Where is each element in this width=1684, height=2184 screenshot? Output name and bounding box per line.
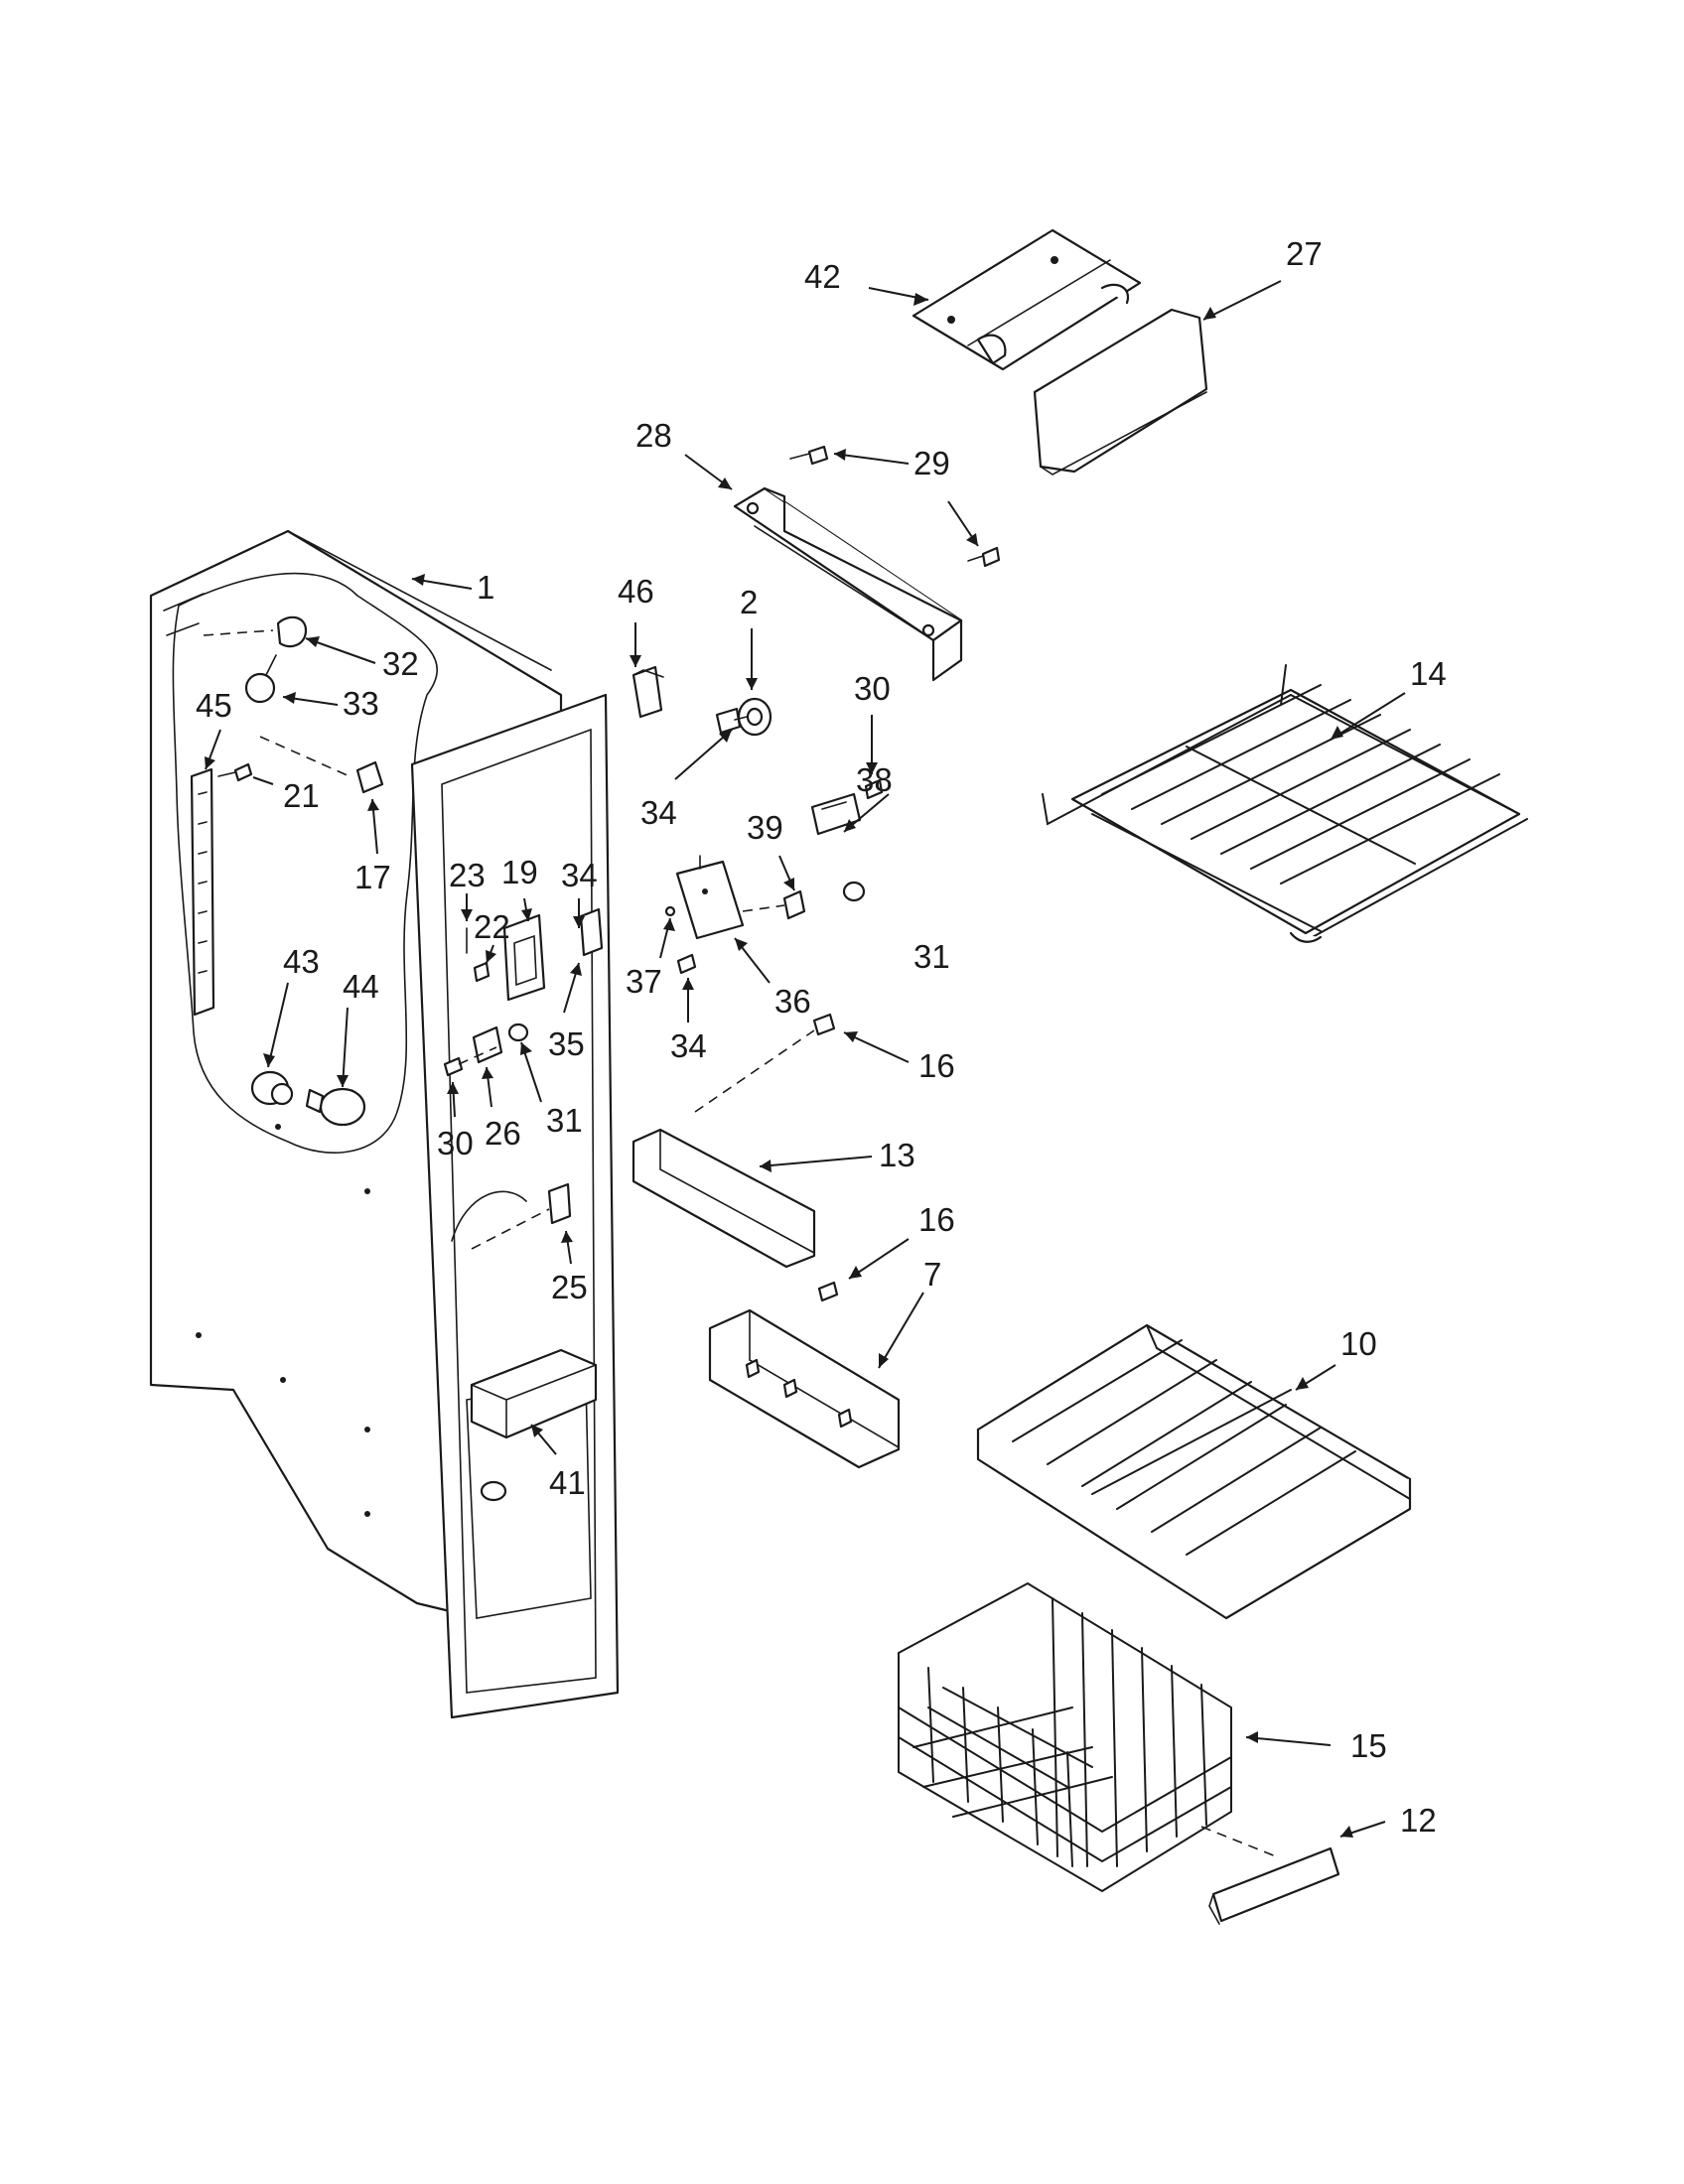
part-13-bracket	[632, 1128, 816, 1269]
part-26-control-board	[472, 1025, 503, 1064]
callout-19: 19	[501, 854, 538, 890]
callout-21: 21	[283, 777, 320, 814]
part-37-pin	[664, 905, 676, 917]
part-1-freezer-liner	[149, 529, 620, 1719]
callout-46: 46	[618, 573, 654, 610]
part-35-switch	[579, 907, 604, 957]
callout-39: 39	[747, 809, 783, 846]
part-44-lamp-bulb	[305, 1087, 366, 1127]
part-22-thermistor	[473, 961, 491, 983]
callout-labels: 42 27 28 29 1 46 2 30 14 32 33 45 21 34 …	[196, 235, 1447, 1839]
callout-34-plate: 34	[670, 1027, 707, 1064]
callout-16-lower: 16	[918, 1201, 955, 1238]
part-12-basket-handle	[1208, 1846, 1340, 1925]
callout-28: 28	[635, 417, 672, 454]
callout-15: 15	[1350, 1727, 1387, 1764]
part-30-screw-lower	[443, 1056, 464, 1077]
leader-lines	[205, 280, 1406, 1838]
callout-17: 17	[354, 859, 391, 895]
part-34-screw-top	[715, 707, 748, 735]
part-32-light-socket	[276, 615, 308, 648]
callout-30-top: 30	[854, 670, 891, 707]
callout-14: 14	[1410, 655, 1447, 692]
callout-1: 1	[477, 569, 494, 606]
part-16-screw-b	[817, 1281, 839, 1302]
part-33-light-bulb	[244, 654, 277, 704]
part-36-mounting-plate	[675, 855, 745, 940]
callout-32: 32	[382, 645, 419, 682]
part-14-wire-shelf	[1042, 664, 1528, 943]
callout-25: 25	[551, 1269, 588, 1305]
callout-10: 10	[1340, 1325, 1377, 1362]
part-27-air-deflector	[1033, 308, 1208, 476]
callout-41: 41	[549, 1464, 586, 1501]
callout-37: 37	[626, 963, 662, 1000]
part-25-connector	[547, 1182, 572, 1225]
part-17-clip	[355, 760, 384, 794]
callout-35: 35	[548, 1025, 585, 1062]
callout-33: 33	[343, 685, 379, 722]
part-30-screw-top	[864, 778, 884, 800]
callout-2: 2	[740, 584, 758, 620]
part-39-nut	[782, 889, 806, 920]
callout-42: 42	[804, 258, 841, 295]
part-43-lamp-socket	[250, 1070, 294, 1106]
part-19-control-housing	[502, 913, 546, 1002]
callout-22: 22	[474, 908, 510, 945]
callout-12: 12	[1400, 1802, 1437, 1839]
callout-16-top: 16	[918, 1047, 955, 1084]
part-7-shelf-rail	[708, 1308, 901, 1469]
callout-23: 23	[449, 857, 486, 893]
part-21-screw	[217, 762, 253, 782]
part-15-wire-basket	[898, 1581, 1232, 1893]
callout-34-knob: 34	[640, 794, 677, 831]
callout-38: 38	[856, 761, 893, 798]
part-29-screw-a	[789, 445, 829, 466]
callout-43: 43	[283, 943, 320, 980]
callout-27: 27	[1286, 235, 1323, 272]
callout-34-housing: 34	[561, 857, 598, 893]
callout-26: 26	[485, 1115, 521, 1152]
callout-29: 29	[913, 445, 950, 481]
callout-45: 45	[196, 687, 232, 724]
part-2-control-knob	[737, 697, 772, 737]
part-31-knob	[842, 881, 866, 902]
part-45-shelf-rail	[190, 767, 215, 1017]
callout-31-right: 31	[913, 938, 950, 975]
part-34-screw-plate	[676, 953, 697, 975]
part-42-hinge-cover	[912, 228, 1142, 371]
callout-13: 13	[879, 1137, 915, 1173]
callout-30-lower: 30	[437, 1125, 474, 1161]
callout-44: 44	[343, 968, 379, 1005]
part-10-freezer-shelf	[976, 1323, 1412, 1620]
callout-31-lower: 31	[546, 1102, 583, 1139]
part-31-knob-small	[507, 1023, 529, 1042]
part-28-cover-rail	[733, 486, 963, 682]
part-16-screw-a	[812, 1013, 836, 1036]
callout-7: 7	[923, 1256, 941, 1293]
callout-36: 36	[774, 983, 811, 1020]
part-29-screw-b	[967, 546, 1001, 568]
part-41-housing-box	[470, 1348, 598, 1439]
part-46-cover	[632, 665, 664, 719]
